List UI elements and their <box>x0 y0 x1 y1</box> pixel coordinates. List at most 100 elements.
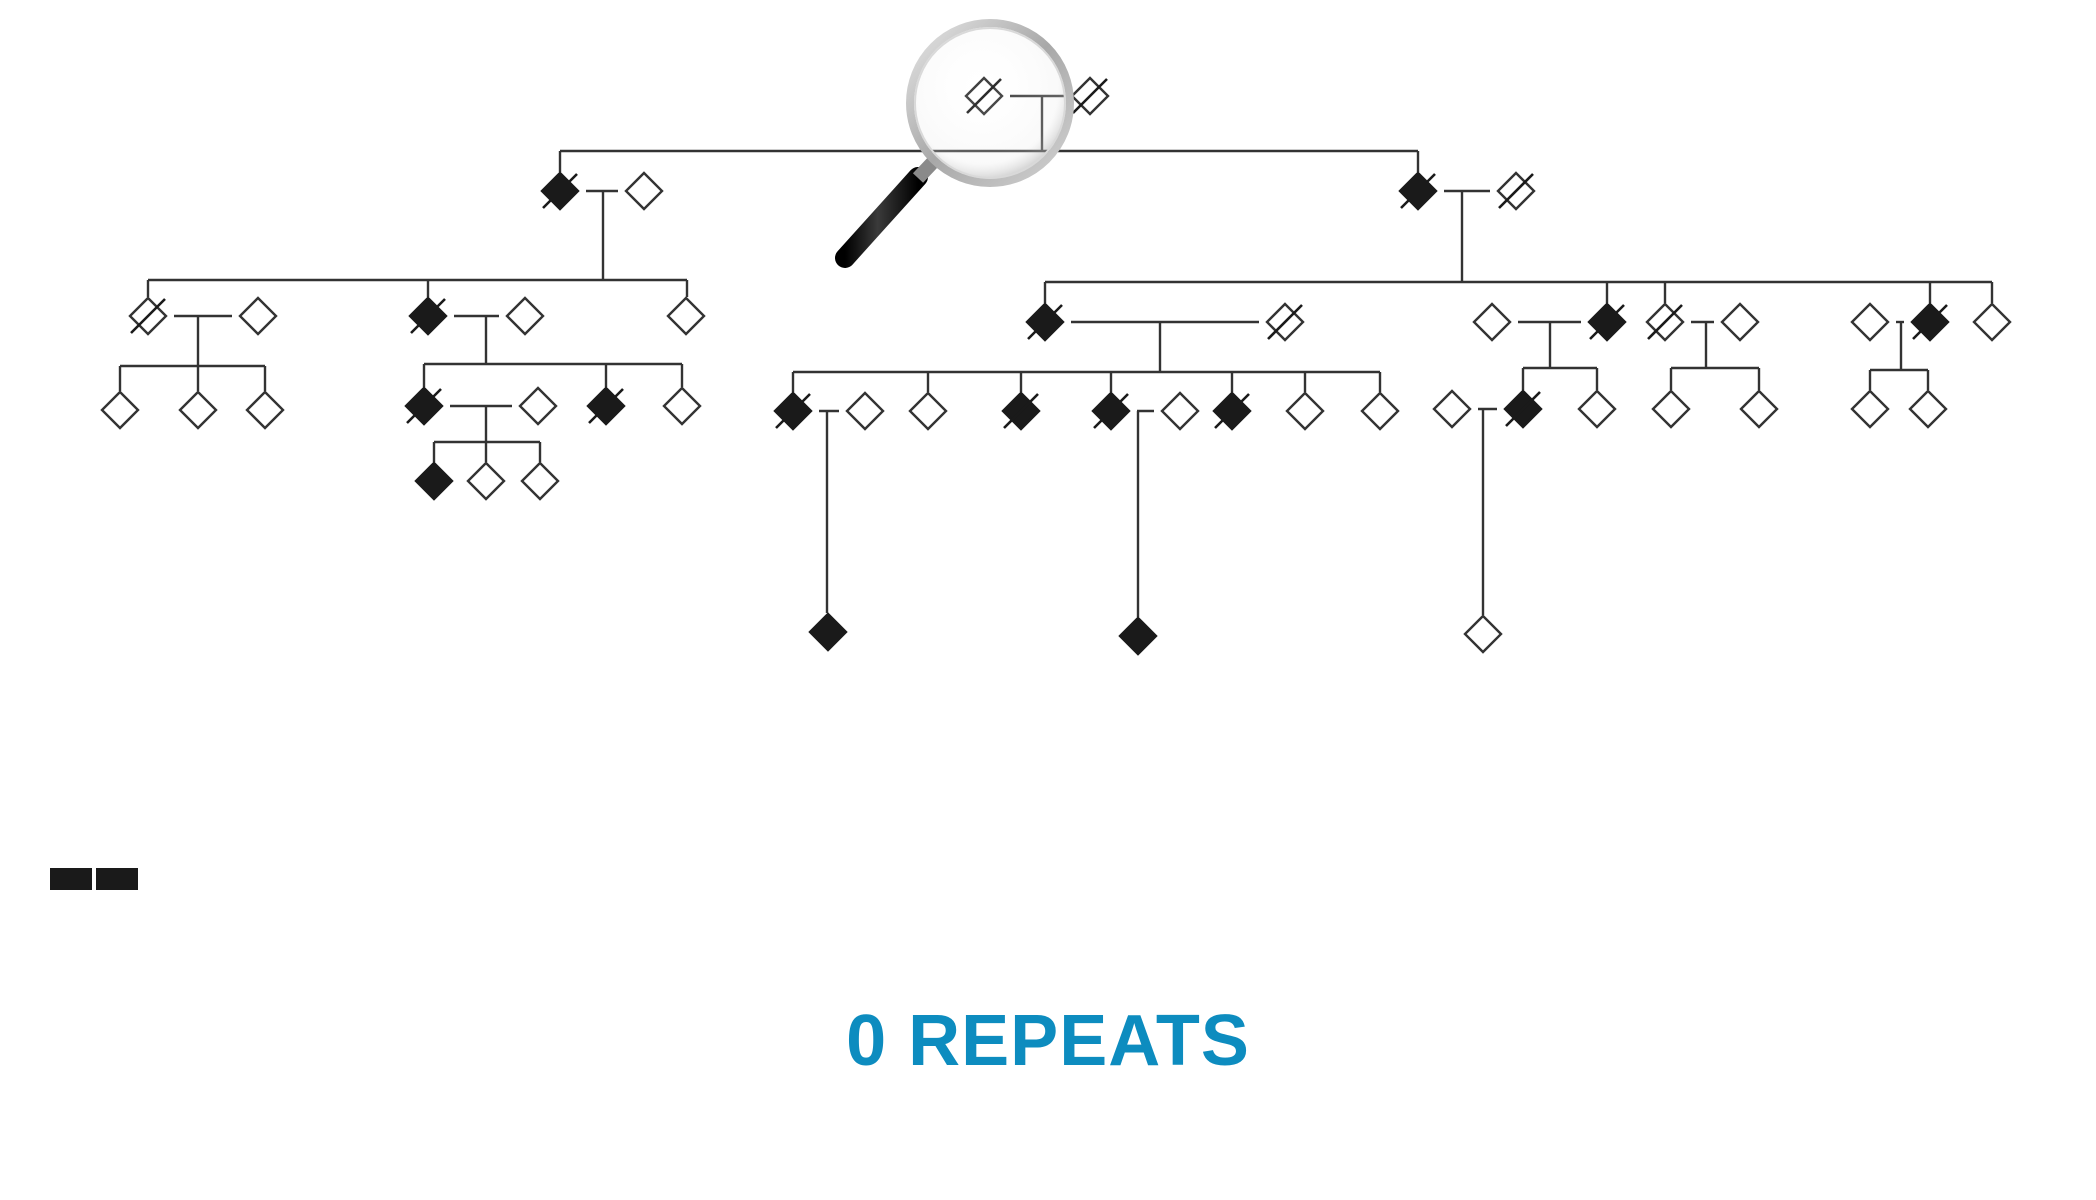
diamond-symbol <box>1360 391 1400 431</box>
diamond-symbol <box>466 461 506 501</box>
diamond-symbol <box>666 296 706 336</box>
unaffected-individual-diamond <box>1651 389 1691 429</box>
repeat-bar <box>50 868 138 890</box>
diamond-symbol <box>1908 389 1948 429</box>
unaffected-individual-diamond <box>520 461 560 501</box>
unaffected-individual-diamond <box>1645 302 1685 342</box>
unaffected-individual-diamond <box>624 171 664 211</box>
unaffected-individual-diamond <box>1577 389 1617 429</box>
unaffected-individual-diamond <box>245 390 285 430</box>
unaffected-individual-diamond <box>1360 391 1400 431</box>
deceased-slash <box>588 388 624 424</box>
affected-individual-diamond <box>1910 302 1950 342</box>
pedigree-lines <box>118 94 1994 617</box>
unaffected-individual-diamond <box>666 296 706 336</box>
diamond-symbol <box>245 390 285 430</box>
magnifier-lens <box>906 19 1074 187</box>
deceased-slash <box>406 388 442 424</box>
affected-individual-diamond <box>1025 302 1065 342</box>
deceased-slash <box>542 173 578 209</box>
affected-individual-diamond <box>404 386 444 426</box>
repeat-count-caption: 0 REPEATS <box>846 1001 1250 1081</box>
affected-individual-diamond <box>773 391 813 431</box>
diamond-symbol <box>1285 391 1325 431</box>
repeat-segment-icon <box>50 868 92 890</box>
diamond-symbol <box>808 612 848 652</box>
unaffected-individual-diamond <box>1070 76 1110 116</box>
diamond-symbol <box>662 386 702 426</box>
unaffected-individual-diamond <box>178 390 218 430</box>
unaffected-individual-diamond <box>128 296 168 336</box>
diamond-symbol <box>845 391 885 431</box>
unaffected-individual-diamond <box>1160 391 1200 431</box>
repeat-segment-icon <box>96 868 138 890</box>
unaffected-individual-diamond <box>100 390 140 430</box>
deceased-slash <box>130 298 166 334</box>
unaffected-individual-diamond <box>518 386 558 426</box>
diamond-symbol <box>238 296 278 336</box>
unaffected-individual-diamond <box>505 296 545 336</box>
diamond-symbol <box>520 461 560 501</box>
diamond-symbol <box>1160 391 1200 431</box>
deceased-slash <box>1589 304 1625 340</box>
diamond-symbol <box>1651 389 1691 429</box>
unaffected-individual-diamond <box>1720 302 1760 342</box>
diamond-symbol <box>1463 614 1503 654</box>
diamond-symbol <box>908 391 948 431</box>
unaffected-individual-diamond <box>1850 389 1890 429</box>
unaffected-individual-diamond <box>1850 302 1890 342</box>
diamond-symbol <box>1720 302 1760 342</box>
diamond-symbol <box>1472 302 1512 342</box>
deceased-slash <box>1093 393 1129 429</box>
magnifier-handle <box>835 167 928 268</box>
unaffected-individual-diamond <box>238 296 278 336</box>
diamond-symbol <box>414 461 454 501</box>
diamond-symbol <box>1577 389 1617 429</box>
unaffected-individual-diamond <box>466 461 506 501</box>
diamond-symbol <box>100 390 140 430</box>
affected-individual-diamond <box>1587 302 1627 342</box>
affected-individual-diamond <box>1001 391 1041 431</box>
diamond-symbol <box>624 171 664 211</box>
pedigree-individuals <box>100 76 2012 656</box>
diamond-symbol <box>1118 616 1158 656</box>
unaffected-individual-diamond <box>1463 614 1503 654</box>
affected-individual-diamond <box>1503 389 1543 429</box>
unaffected-individual-diamond <box>1908 389 1948 429</box>
deceased-slash <box>1003 393 1039 429</box>
diamond-symbol <box>1850 389 1890 429</box>
deceased-slash <box>1267 304 1303 340</box>
unaffected-individual-diamond <box>1739 389 1779 429</box>
unaffected-individual-diamond <box>1285 391 1325 431</box>
affected-individual-diamond <box>586 386 626 426</box>
deceased-slash <box>1214 393 1250 429</box>
magnifying-glass-icon <box>835 19 1074 268</box>
unaffected-individual-diamond <box>1496 171 1536 211</box>
diamond-symbol <box>1739 389 1779 429</box>
deceased-slash <box>1647 304 1683 340</box>
affected-individual-diamond <box>1398 171 1438 211</box>
diamond-symbol <box>1432 389 1472 429</box>
deceased-slash <box>1400 173 1436 209</box>
unaffected-individual-diamond <box>662 386 702 426</box>
unaffected-individual-diamond <box>1972 302 2012 342</box>
unaffected-individual-diamond <box>845 391 885 431</box>
unaffected-individual-diamond <box>1265 302 1305 342</box>
affected-individual-diamond <box>540 171 580 211</box>
affected-individual-diamond <box>408 296 448 336</box>
deceased-slash <box>775 393 811 429</box>
diamond-symbol <box>1850 302 1890 342</box>
diamond-symbol <box>518 386 558 426</box>
diamond-symbol <box>178 390 218 430</box>
deceased-slash <box>1027 304 1063 340</box>
affected-individual-diamond <box>1091 391 1131 431</box>
unaffected-individual-diamond <box>1472 302 1512 342</box>
deceased-slash <box>1505 391 1541 427</box>
affected-individual-diamond <box>414 461 454 501</box>
deceased-slash <box>1072 78 1108 114</box>
magnifier-inner-rim <box>914 27 1066 179</box>
unaffected-individual-diamond <box>1432 389 1472 429</box>
affected-individual-diamond <box>1212 391 1252 431</box>
diamond-symbol <box>1972 302 2012 342</box>
